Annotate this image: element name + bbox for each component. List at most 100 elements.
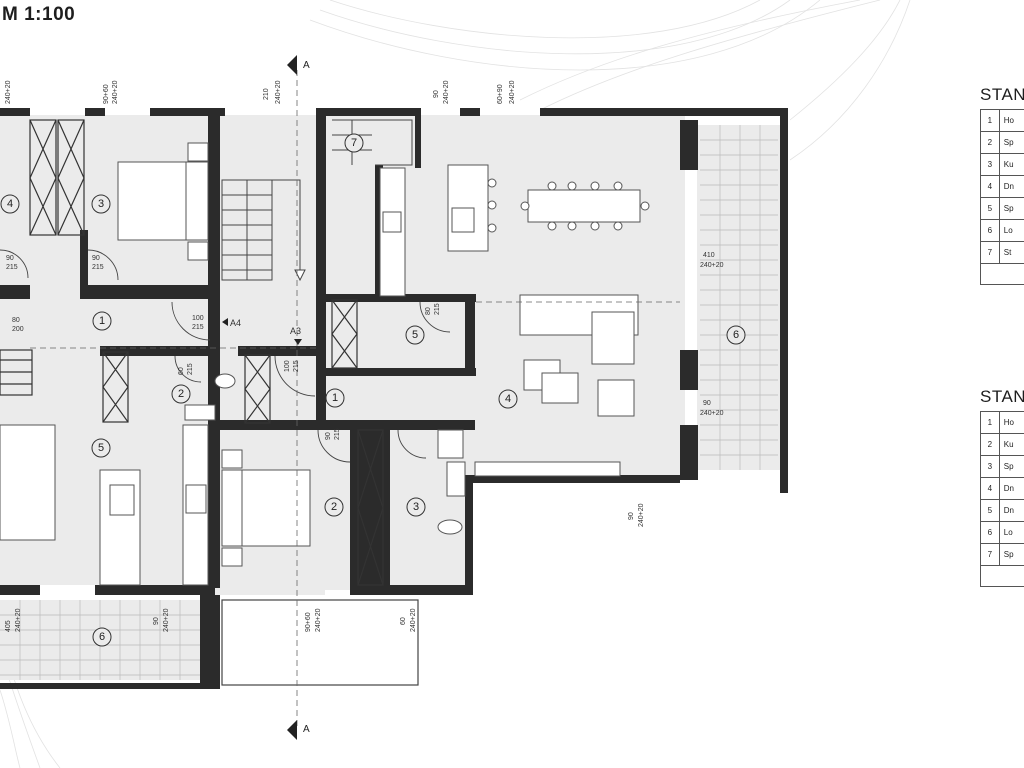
room-number: 7 <box>344 133 364 153</box>
svg-text:2: 2 <box>178 388 184 400</box>
section-lines <box>30 70 680 730</box>
legend-heading: STAN <box>980 387 1024 406</box>
dim-label: 90 <box>703 400 711 407</box>
dim-label: 215 <box>6 264 18 271</box>
legend-total-row <box>980 263 1024 285</box>
dim-label: 210 <box>263 88 270 100</box>
svg-text:1: 1 <box>332 392 338 404</box>
dim-label: 240+20 <box>315 608 322 632</box>
dim-label: 240+20 <box>15 608 22 632</box>
dim-label: 405 <box>5 620 12 632</box>
room-number: 2 <box>171 384 191 404</box>
dim-label: 200 <box>12 326 24 333</box>
svg-text:1: 1 <box>99 315 105 327</box>
section-label-bottom: A <box>303 724 310 735</box>
door-tag: A3 <box>290 326 301 336</box>
svg-text:7: 7 <box>351 137 357 149</box>
dim-label: 60 <box>178 367 185 375</box>
dim-label: 240+20 <box>163 608 170 632</box>
section-marker-bottom: A <box>287 720 310 740</box>
dim-label: 240+20 <box>112 80 119 104</box>
dim-label: 215 <box>434 303 441 315</box>
svg-text:3: 3 <box>98 198 104 210</box>
dimension-labels: 240+20 90+60 240+20 210 240+20 90 240+20… <box>5 80 724 632</box>
door-swings <box>0 249 451 463</box>
svg-text:4: 4 <box>7 198 13 210</box>
dim-label: 100 <box>284 360 291 372</box>
dim-label: 410 <box>703 252 715 259</box>
svg-text:6: 6 <box>99 631 105 643</box>
dim-label: 90+60 <box>103 84 110 104</box>
dim-label: 60 <box>400 617 407 625</box>
balcony-paving-right <box>700 125 778 470</box>
svg-text:6: 6 <box>733 329 739 341</box>
section-label-top: A <box>303 60 310 71</box>
room-number: 2 <box>324 497 344 517</box>
room-number: 3 <box>91 194 111 214</box>
room-number: 5 <box>405 325 425 345</box>
section-marker-top: A <box>287 55 310 75</box>
lower-terrace-outline <box>221 599 419 686</box>
dim-label: 240+20 <box>638 503 645 527</box>
walls <box>0 108 788 689</box>
room-number: 1 <box>325 388 345 408</box>
room-number: 6 <box>92 627 112 647</box>
dim-label: 240+20 <box>700 410 724 417</box>
furniture <box>0 142 650 586</box>
dim-label: 90 <box>6 255 14 262</box>
room-number: 4 <box>498 389 518 409</box>
dim-label: 215 <box>187 363 194 375</box>
dim-label: 240+20 <box>700 262 724 269</box>
svg-text:3: 3 <box>413 501 419 513</box>
scale-title: M 1:100 <box>2 4 76 25</box>
dim-label: 215 <box>334 428 341 440</box>
dim-label: 90+60 <box>305 612 312 632</box>
dim-label: 240+20 <box>509 80 516 104</box>
dim-label: 90 <box>153 617 160 625</box>
hatched-wardrobes <box>0 119 384 586</box>
dim-label: 215 <box>192 324 204 331</box>
dim-label: 90 <box>92 255 100 262</box>
background-contours <box>0 0 911 768</box>
dim-label: 90 <box>433 90 440 98</box>
dim-label: 240+20 <box>410 608 417 632</box>
dim-label: 240+20 <box>275 80 282 104</box>
legend-total-row <box>980 565 1024 587</box>
legend-heading: STAN <box>980 85 1024 104</box>
room-number: 6 <box>726 325 746 345</box>
svg-text:2: 2 <box>331 501 337 513</box>
room-number: 1 <box>92 311 112 331</box>
dim-label: 215 <box>293 360 300 372</box>
room-number: 3 <box>406 497 426 517</box>
room-number: 5 <box>91 438 111 458</box>
dim-label: 100 <box>192 315 204 322</box>
dim-label: 80 <box>12 317 20 324</box>
room-number: 4 <box>0 194 20 214</box>
svg-text:5: 5 <box>98 442 104 454</box>
dim-label: 90 <box>325 432 332 440</box>
door-tag: A4 <box>230 318 241 328</box>
dim-label: 215 <box>92 264 104 271</box>
dim-label: 80 <box>425 307 432 315</box>
dim-label: 240+20 <box>5 80 12 104</box>
svg-text:4: 4 <box>505 393 511 405</box>
svg-text:5: 5 <box>412 329 418 341</box>
dim-label: 240+20 <box>443 80 450 104</box>
